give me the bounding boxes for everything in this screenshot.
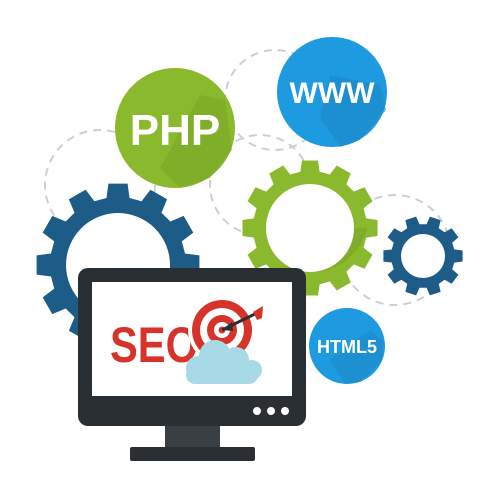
php-badge: PHP	[115, 68, 235, 188]
monitor-dot	[267, 407, 275, 415]
cloud-icon	[186, 340, 262, 384]
gear-hole	[266, 184, 354, 272]
seo-logo: SEO	[110, 296, 263, 384]
monitor-dot	[281, 407, 289, 415]
seo-text: SEO	[110, 317, 198, 373]
arrow-icon	[221, 306, 263, 332]
monitor-stand-base	[130, 447, 255, 461]
monitor-dot	[253, 407, 261, 415]
monitor-icon	[78, 268, 306, 461]
html5-label: HTML5	[317, 337, 377, 357]
gear-hole	[401, 234, 445, 278]
gear-icon	[242, 160, 378, 296]
html5-badge: HTML5	[309, 308, 385, 384]
gear-icon	[383, 216, 463, 296]
www-label: WWW	[290, 77, 376, 110]
www-badge: WWW	[277, 37, 387, 147]
php-label: PHP	[130, 106, 220, 155]
